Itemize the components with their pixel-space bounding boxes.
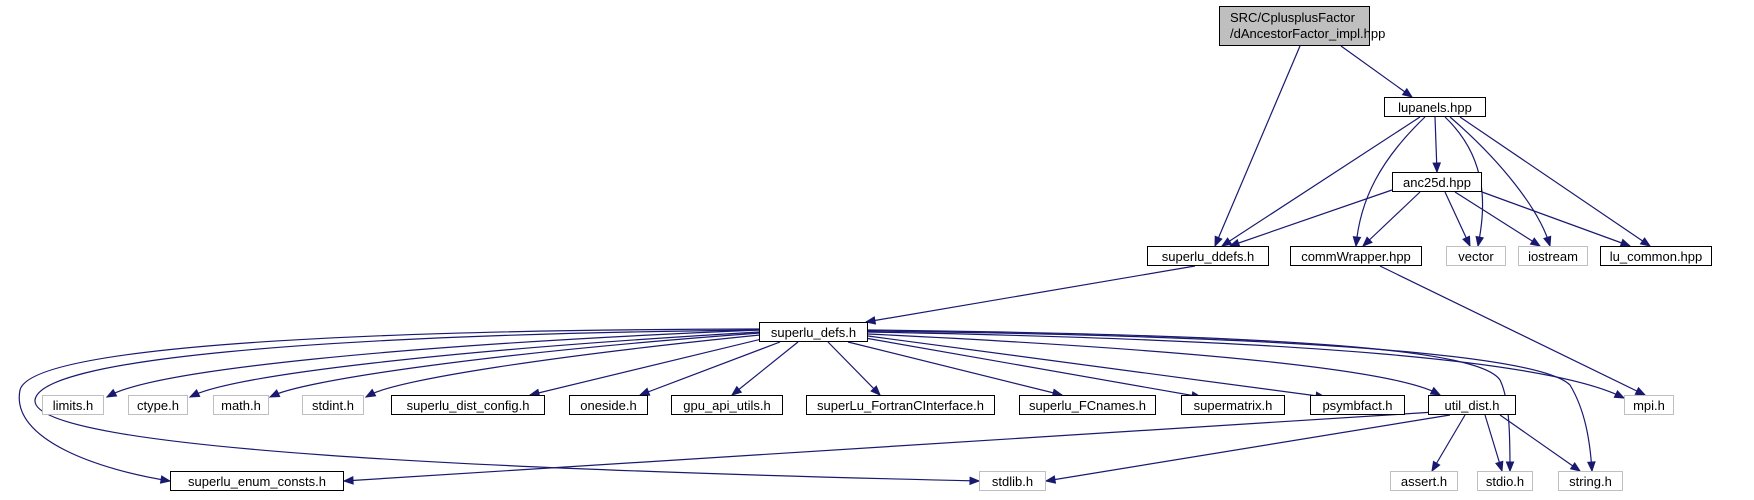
arrowhead-root-superlu-ddefs [1214,235,1223,248]
node-assert: assert.h [1390,471,1458,491]
edge-lupanels-commwrapper [1355,116,1426,247]
arrowhead-util-dist-assert [1431,460,1441,473]
edge-defs-limits [106,329,760,398]
edge-defs-ctype [189,331,760,398]
arrowhead-defs-stdlib [969,476,981,486]
root-file-node: SRC/CplusplusFactor /dAncestorFactor_imp… [1219,6,1385,46]
node-superlu-fortran-c-interface[interactable]: superLu_FortranCInterface.h [806,395,995,415]
edge-anc25d-iostream [1454,191,1541,247]
arrowhead-lupanels-iostream [1543,235,1552,248]
arrowhead-lupanels-superlu-ddefs [1220,237,1233,247]
node-mpi: mpi.h [1624,395,1674,415]
edge-anc25d-vector [1444,191,1471,247]
arrowhead-defs-util-dist [1429,386,1442,396]
arrowhead-util-dist-enum-consts [342,476,354,485]
arrowhead-defs-enum-consts [159,475,172,484]
edge-defs-stdlib [34,329,980,482]
arrowhead-defs-math [268,389,281,398]
node-oneside[interactable]: oneside.h [569,395,648,415]
arrowhead-defs-limits [105,388,118,398]
arrowhead-defs-string [1587,461,1596,473]
edge-root-lupanels [1340,45,1413,98]
edge-anc25d-commwrapper [1362,191,1421,247]
node-stdio: stdio.h [1477,471,1533,491]
arrowhead-defs-mpi [1613,390,1626,399]
arrowhead-lupanels-vector [1475,235,1485,248]
arrowhead-util-dist-string [1569,462,1582,472]
node-psymbfact[interactable]: psymbfact.h [1310,395,1405,415]
arrowhead-lupanels-lu-common [1639,237,1652,247]
edge-defs-util-dist [867,333,1441,396]
arrowhead-defs-stdint [364,388,377,398]
edge-lupanels-iostream [1449,116,1551,247]
edge-defs-enum-consts [18,328,760,482]
edge-util-dist-enum-consts [343,411,1436,482]
arrowhead-util-dist-stdlib [1044,475,1057,484]
edge-root-superlu-ddefs [1214,45,1301,247]
edge-lupanels-superlu-ddefs [1221,116,1421,247]
node-superlu-fcnames[interactable]: superlu_FCnames.h [1019,395,1156,415]
edge-util-dist-stdio [1484,414,1503,472]
edge-defs-mpi [867,331,1625,399]
arrowhead-commwrapper-mpi [1634,386,1647,396]
edge-superlu-ddefs-superlu-defs [865,265,1196,323]
node-superlu-enum-consts[interactable]: superlu_enum_consts.h [170,471,344,491]
edge-lupanels-lu-common [1459,116,1651,247]
arrowhead-lupanels-anc25d [1432,162,1442,174]
edge-defs-stdint [365,334,761,398]
root-file-path-line1: SRC/CplusplusFactor [1230,10,1355,25]
arrowhead-superlu-ddefs-superlu-defs [864,316,877,325]
edge-defs-fortran [827,341,881,396]
edge-defs-oneside [639,341,781,396]
edge-util-dist-stdlib [1045,414,1451,482]
node-stdlib: stdlib.h [979,471,1046,491]
node-ctype: ctype.h [128,395,188,415]
edges [18,45,1652,486]
edge-util-dist-string [1499,414,1581,472]
node-superlu-dist-config[interactable]: superlu_dist_config.h [391,395,545,415]
node-util-dist[interactable]: util_dist.h [1428,395,1516,415]
edge-defs-supermatrix [864,337,1202,398]
arrowhead-anc25d-iostream [1529,237,1542,247]
edge-defs-fcnames [847,341,1063,396]
arrowhead-root-lupanels [1401,87,1414,98]
edge-anc25d-lu-common [1481,191,1631,247]
node-commwrapper[interactable]: commWrapper.hpp [1290,246,1422,266]
arrowhead-defs-stdio [1505,461,1515,473]
arrowhead-defs-gpu [730,385,743,396]
node-supermatrix[interactable]: supermatrix.h [1181,395,1285,415]
edge-defs-gpu [731,341,799,396]
edge-defs-math [269,332,761,398]
node-limits: limits.h [42,395,104,415]
arrowhead-util-dist-stdio [1495,460,1504,473]
node-iostream: iostream [1518,246,1588,266]
edge-anc25d-superlu-ddefs [1229,189,1393,247]
node-superlu-ddefs[interactable]: superlu_ddefs.h [1147,246,1269,266]
node-superlu-defs[interactable]: superlu_defs.h [759,322,868,342]
node-lu-common[interactable]: lu_common.hpp [1600,246,1712,266]
arrowhead-defs-fortran [870,385,881,396]
arrowhead-lupanels-commwrapper [1352,236,1362,248]
edge-defs-string [867,330,1593,472]
node-string: string.h [1558,471,1623,491]
edge-commwrapper-mpi [1379,265,1646,396]
edge-util-dist-assert [1431,414,1466,472]
edge-defs-dist-config [529,336,771,396]
node-anc25d[interactable]: anc25d.hpp [1392,172,1482,192]
node-lupanels[interactable]: lupanels.hpp [1384,97,1486,117]
arrowhead-defs-ctype [188,389,201,398]
node-vector: vector [1446,246,1506,266]
node-stdint: stdint.h [302,395,364,415]
node-math: math.h [213,395,269,415]
arrowhead-anc25d-commwrapper [1362,236,1373,247]
edge-defs-psymbfact [867,335,1326,398]
root-file-path-line2: /dAncestorFactor_impl.hpp [1230,26,1386,41]
node-gpu-api-utils[interactable]: gpu_api_utils.h [671,395,783,415]
arrowhead-anc25d-vector [1462,235,1471,248]
